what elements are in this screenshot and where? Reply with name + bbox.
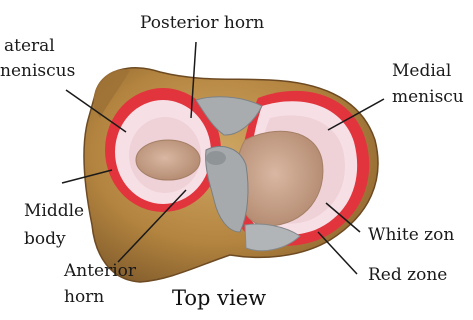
posterior-horn-label: Posterior horn (140, 12, 264, 34)
ligament-attachment (206, 151, 226, 165)
red-zone-leader (318, 232, 357, 274)
lateral-meniscus-label-line2: neniscus (0, 60, 75, 82)
top-view-caption: Top view (172, 286, 266, 310)
middle-body-label-line2: body (24, 228, 66, 250)
anterior-horn-label-line1: Anterior (64, 260, 136, 282)
middle-body-label-line1: Middle (24, 200, 84, 222)
anterior-horn-label-line2: horn (64, 286, 104, 308)
medial-meniscus-label-line2: meniscu (392, 86, 464, 108)
red-zone-label: Red zone (368, 264, 447, 286)
white-zone-label: White zon (368, 224, 454, 246)
lateral-cartilage-pad (136, 140, 200, 180)
medial-meniscus-label-line1: Medial (392, 60, 451, 82)
lateral-meniscus-label-line1: ateral (4, 35, 55, 57)
